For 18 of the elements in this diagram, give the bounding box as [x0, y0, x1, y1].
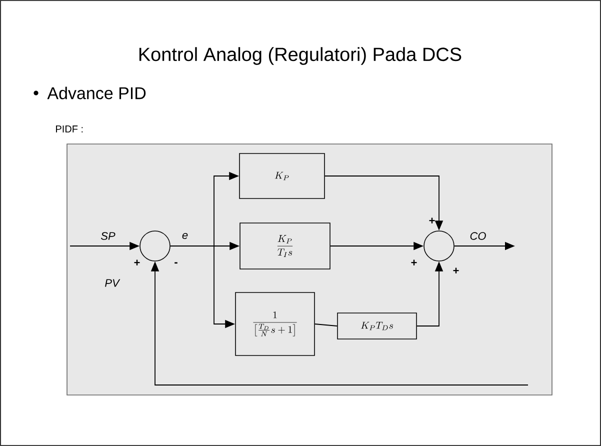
sign-label: +: [429, 218, 435, 224]
sign-label: +: [453, 268, 459, 274]
transfer-block: $K_{P}T_{D}s$: [337, 312, 417, 340]
signal-label: CO: [470, 232, 486, 240]
transfer-block: $\frac{K_{P}}{T_{I}s}$: [240, 222, 330, 270]
transfer-block: $K_{P}$: [239, 153, 325, 199]
sign-label: -: [174, 262, 178, 264]
sign-label: +: [134, 260, 140, 266]
summing-junction: [424, 230, 454, 262]
slide-title: Kontrol Analog (Regulatori) Pada DCS: [139, 47, 462, 65]
signal-label: PV: [105, 279, 120, 287]
caption-text: PIDF :: [56, 126, 83, 132]
signal-label: e: [182, 232, 188, 239]
bullet-text: Advance PID: [47, 86, 146, 100]
transfer-block: $\frac{1}{\left[\frac{T_{D}}{N}s+1\right]}$: [235, 292, 315, 356]
signal-label: SP: [100, 232, 116, 240]
summing-junction: [140, 230, 170, 262]
sign-label: +: [411, 260, 417, 266]
